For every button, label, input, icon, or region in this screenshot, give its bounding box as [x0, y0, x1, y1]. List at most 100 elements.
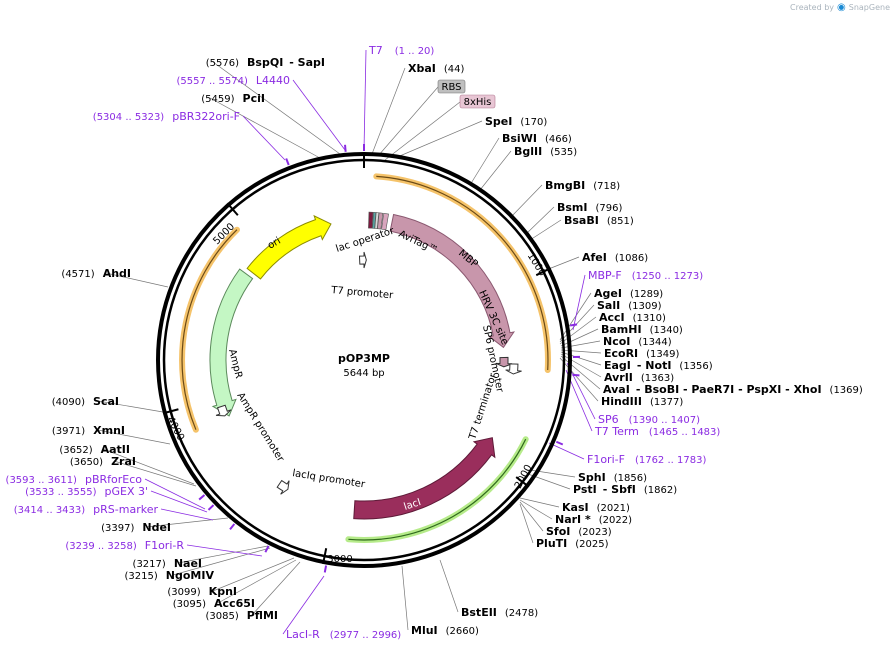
enzyme-extra: - BsoBI - PaeR7I - PspXI - XhoI: [636, 383, 822, 396]
primer-pbrforeco[interactable]: (3593 .. 3611)pBRforEco: [6, 473, 143, 486]
enzyme-bspqi[interactable]: (5576)BspQI- SapI: [206, 56, 325, 69]
enzyme-afei[interactable]: AfeI(1086): [582, 251, 648, 264]
primer-sp6[interactable]: SP6(1390 .. 1407): [598, 413, 700, 426]
primer-mbp-f[interactable]: MBP-F(1250 .. 1273): [588, 269, 703, 282]
enzyme-sphi[interactable]: SphI(1856): [578, 471, 647, 484]
enzyme-psti[interactable]: PstI- SbfI(1862): [573, 483, 677, 496]
laci-arrow[interactable]: [353, 437, 496, 520]
his-leader: [384, 101, 461, 161]
enzyme-nari[interactable]: NarI *(2022): [555, 513, 632, 526]
leader-afei: [545, 256, 580, 271]
enzyme-eagi[interactable]: EagI- NotI(1356): [604, 359, 713, 372]
enzyme-avrii[interactable]: AvrII(1363): [604, 371, 674, 384]
tag-box-4[interactable]: [381, 212, 389, 231]
primer-pbr322ori-f[interactable]: (5304 .. 5323)pBR322ori-F: [93, 110, 240, 123]
primer-prs-marker[interactable]: (3414 .. 3433)pRS-marker: [14, 503, 159, 516]
primer-t7[interactable]: T7(1 .. 20): [368, 44, 434, 57]
tag-box-2[interactable]: [374, 212, 380, 229]
tag-box-1[interactable]: [372, 211, 377, 229]
tag-box-3[interactable]: [377, 212, 384, 230]
enzyme-bglii[interactable]: BglII(535): [514, 145, 577, 158]
enzyme-ecori[interactable]: EcoRI(1349): [604, 347, 680, 360]
his-tag-box[interactable]: [459, 94, 496, 109]
enzyme-scai[interactable]: (4090)ScaI: [52, 395, 119, 408]
enzyme-pos: (1363): [641, 373, 674, 384]
lac-operator-label: lac operator: [335, 225, 397, 254]
mbp-arrow[interactable]: [389, 213, 515, 349]
primer-mark-3: [569, 323, 578, 327]
primer-leader-mbp-f: [572, 274, 586, 331]
leader-xmni: [97, 429, 171, 445]
enzyme-pluti[interactable]: PluTI(2025): [536, 537, 609, 550]
enzyme-pos: (1309): [628, 301, 661, 312]
rbs-box[interactable]: [437, 79, 466, 94]
enzyme-kpni[interactable]: (3099)KpnI: [167, 585, 237, 598]
primer-l4440[interactable]: (5557 .. 5574)L4440: [176, 74, 290, 87]
enzyme-spei[interactable]: SpeI(170): [485, 115, 547, 128]
primer-name: F1ori-R: [145, 539, 185, 552]
primer-f1ori-f[interactable]: F1ori-F(1762 .. 1783): [587, 453, 706, 466]
enzyme-avai[interactable]: AvaI- BsoBI - PaeR7I - PspXI - XhoI(1369…: [603, 383, 863, 396]
enzyme-extra: - SapI: [289, 56, 325, 69]
enzyme-ngomiv[interactable]: (3215)NgoMIV: [125, 569, 215, 582]
enzyme-bmgbi[interactable]: BmgBI(718): [545, 179, 620, 192]
enzyme-zrai[interactable]: (3650)ZraI: [70, 455, 136, 468]
enzyme-mlui[interactable]: MluI(2660): [411, 624, 479, 637]
enzyme-name: BamHI: [601, 323, 642, 336]
primer-leader-sp6: [566, 362, 596, 420]
hrv-site-arrow[interactable]: [495, 356, 513, 368]
enzyme-pos: (170): [520, 117, 547, 128]
primer-name: F1ori-F: [587, 453, 625, 466]
primer-name: T7 Term: [594, 425, 639, 438]
enzyme-hindiii[interactable]: HindIII(1377): [601, 395, 683, 408]
enzyme-pos: (5576): [206, 58, 239, 69]
primer-f1ori-r[interactable]: (3239 .. 3258)F1ori-R: [65, 539, 184, 552]
enzyme-ndei[interactable]: (3397)NdeI: [101, 521, 171, 534]
ori-arrow[interactable]: [246, 214, 332, 280]
ampr-promoter-arrow[interactable]: [215, 404, 232, 417]
enzyme-pcii[interactable]: (5459)PciI: [201, 92, 265, 105]
leader-ecori: [560, 349, 602, 354]
enzyme-ahdi[interactable]: (4571)AhdI: [61, 267, 131, 280]
laci-orf-line: [348, 438, 527, 541]
enzyme-xbai[interactable]: XbaI(44): [408, 62, 465, 75]
leader-kpni: [212, 557, 295, 592]
enzyme-sali[interactable]: SalI(1309): [597, 299, 662, 312]
primer-mark-11: [323, 565, 328, 573]
enzyme-name: NcoI: [603, 335, 630, 348]
enzyme-kasi[interactable]: KasI(2021): [562, 501, 630, 514]
enzyme-name: BsmI: [557, 201, 588, 214]
tick-label-3000: 3000: [327, 554, 352, 565]
leader-ahdi: [105, 272, 169, 288]
enzyme-pos: (1856): [614, 473, 647, 484]
primer-pgex-3[interactable]: (3533 .. 3555)pGEX 3': [25, 485, 148, 498]
enzyme-bsabi[interactable]: BsaBI(851): [564, 214, 634, 227]
enzyme-bsteii[interactable]: BstEII(2478): [461, 606, 538, 619]
enzyme-pflmi[interactable]: (3085)PflMI: [205, 609, 278, 622]
enzyme-bsmi[interactable]: BsmI(796): [557, 201, 622, 214]
enzyme-naei[interactable]: (3217)NaeI: [133, 557, 202, 570]
snapgene-brand: Created by ◉ SnapGene: [790, 2, 890, 13]
t7-promoter-arrow[interactable]: [358, 251, 367, 269]
enzyme-acci[interactable]: AccI(1310): [599, 311, 666, 324]
primer-laci-r[interactable]: LacI-R(2977 .. 2996): [286, 628, 401, 641]
laciq-promoter-arrow[interactable]: [276, 479, 290, 495]
primer-range: (1390 .. 1407): [629, 415, 701, 426]
sp6-promoter-arrow[interactable]: [505, 363, 522, 375]
enzyme-pos: (1356): [679, 361, 712, 372]
enzyme-ncoi[interactable]: NcoI(1344): [603, 335, 672, 348]
enzyme-xmni[interactable]: (3971)XmnI: [52, 424, 125, 437]
enzyme-bsiwi[interactable]: BsiWI(466): [502, 132, 572, 145]
ampr-arrow[interactable]: [209, 268, 254, 417]
primer-leader-f1ori-f: [548, 442, 585, 460]
enzyme-bamhi[interactable]: BamHI(1340): [601, 323, 683, 336]
leader-avrii: [560, 353, 602, 378]
enzyme-aatii[interactable]: (3652)AatII: [59, 443, 130, 456]
tick-3000: [322, 548, 328, 565]
tag-box-0[interactable]: [368, 211, 374, 229]
leader-ngomiv: [172, 547, 271, 576]
enzyme-agei[interactable]: AgeI(1289): [594, 287, 663, 300]
primer-t7-term[interactable]: T7 Term(1465 .. 1483): [594, 425, 720, 438]
enzyme-acc65i[interactable]: (3095)Acc65I: [173, 597, 255, 610]
enzyme-sfoi[interactable]: SfoI(2023): [546, 525, 612, 538]
